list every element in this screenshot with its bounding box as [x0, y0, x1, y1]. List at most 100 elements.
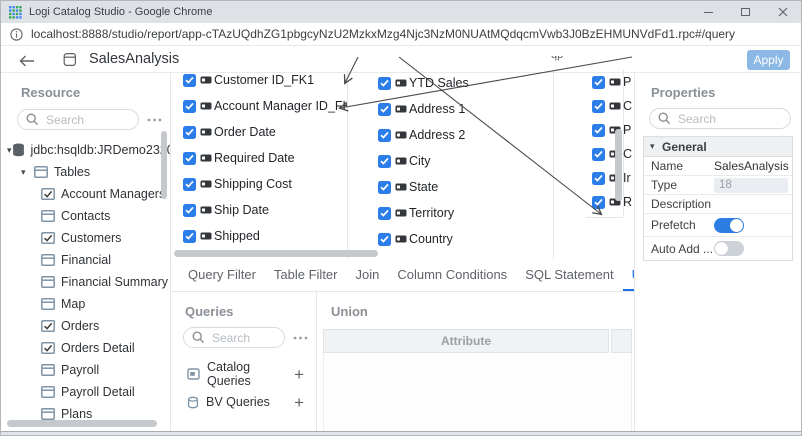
queries-search[interactable]	[183, 327, 285, 348]
resource-search[interactable]	[17, 109, 139, 130]
checkbox-checked-icon[interactable]	[592, 123, 605, 137]
canvas-horizontal-scrollbar[interactable]	[174, 250, 378, 257]
expand-caret-icon[interactable]: ▾	[21, 166, 26, 177]
add-catalog-queries-button[interactable]: +	[294, 364, 304, 384]
checkbox-checked-icon[interactable]	[183, 229, 196, 243]
property-label: Type	[651, 178, 678, 192]
auto-add-toggle[interactable]	[714, 241, 744, 256]
properties-search[interactable]	[649, 108, 791, 129]
checkbox-checked-icon[interactable]	[378, 180, 391, 194]
tree-item-map[interactable]: Map	[1, 293, 170, 315]
field-label: State	[409, 180, 439, 194]
general-section-header[interactable]: ▾ General	[644, 137, 792, 157]
checkbox-checked-icon[interactable]	[378, 128, 391, 142]
checkbox-checked-icon[interactable]	[183, 125, 196, 139]
table-checked-icon	[41, 342, 55, 354]
url-text[interactable]: localhost:8888/studio/report/app-cTAzUQd…	[31, 27, 736, 41]
tree-item-customers[interactable]: Customers	[1, 227, 170, 249]
queries-list: Catalog Queries+BV Queries+	[171, 360, 316, 416]
back-button[interactable]	[19, 54, 35, 72]
queries-search-input[interactable]	[210, 329, 266, 346]
section-label: General	[662, 139, 707, 154]
resource-horizontal-scrollbar[interactable]	[7, 420, 157, 427]
union-extra-column-header	[611, 329, 632, 353]
checkbox-checked-icon[interactable]	[183, 73, 196, 87]
field-row-p: P	[586, 70, 633, 94]
table-icon	[41, 210, 55, 222]
union-column-header-attribute[interactable]: Attribute	[323, 329, 609, 353]
table-border	[623, 70, 624, 217]
field-icon	[395, 157, 407, 165]
queries-item-catalog-queries[interactable]: Catalog Queries+	[171, 360, 316, 388]
tab-table-filter[interactable]: Table Filter	[273, 267, 338, 282]
field-icon	[395, 131, 407, 139]
tree-item-label: Financial Summary	[61, 275, 168, 289]
tab-join[interactable]: Join	[355, 267, 380, 282]
field-row-order-date: Order Date	[171, 119, 347, 145]
prefetch-toggle[interactable]	[714, 217, 744, 233]
tree-item-orders-detail[interactable]: Orders Detail	[1, 337, 170, 359]
checkbox-checked-icon[interactable]	[378, 154, 391, 168]
table-icon	[34, 166, 48, 178]
property-row-prefetch: Prefetch	[644, 214, 792, 237]
checkbox-checked-icon[interactable]	[378, 76, 391, 90]
checkbox-checked-icon[interactable]	[183, 151, 196, 165]
tree-item-label: Plans	[61, 407, 93, 421]
minimize-button[interactable]	[690, 1, 727, 23]
table-checked-icon	[41, 232, 55, 244]
checkbox-checked-icon[interactable]	[592, 195, 605, 209]
tree-item-label: Contacts	[61, 209, 111, 223]
field-icon	[395, 183, 407, 191]
canvas-vertical-scrollbar[interactable]	[615, 129, 622, 201]
property-row-name: Name SalesAnalysis	[644, 157, 792, 176]
checkbox-checked-icon[interactable]	[378, 102, 391, 116]
tree-item-label: Customers	[61, 231, 122, 245]
checkbox-checked-icon[interactable]	[378, 206, 391, 220]
expand-caret-icon[interactable]: ▾	[7, 144, 12, 155]
close-button[interactable]	[764, 1, 801, 23]
resource-more-icon[interactable]	[147, 118, 162, 122]
tree-item-account-managers[interactable]: Account Managers	[1, 183, 170, 205]
properties-search-input[interactable]	[676, 110, 756, 127]
tab-sql-statement[interactable]: SQL Statement	[525, 267, 614, 282]
tree-item-financial-summary[interactable]: Financial Summary	[1, 271, 170, 293]
field-row-address-2: Address 2	[366, 122, 553, 148]
tab-query-filter[interactable]: Query Filter	[188, 267, 256, 282]
tree-item-orders[interactable]: Orders	[1, 315, 170, 337]
table-icon	[41, 254, 55, 266]
field-label: YTD Sales	[409, 76, 469, 90]
resource-search-input[interactable]	[44, 111, 112, 128]
url-bar[interactable]: localhost:8888/studio/report/app-cTAzUQd…	[1, 23, 801, 46]
tree-item-payroll[interactable]: Payroll	[1, 359, 170, 381]
tree-item-contacts[interactable]: Contacts	[1, 205, 170, 227]
checkbox-checked-icon[interactable]	[183, 99, 196, 113]
checkbox-checked-icon[interactable]	[183, 177, 196, 191]
property-value[interactable]: SalesAnalysis	[714, 159, 789, 173]
property-row-description: Description	[644, 195, 792, 214]
tree-item-plans[interactable]: Plans	[1, 403, 170, 425]
maximize-button[interactable]	[727, 1, 764, 23]
queries-item-bv-queries[interactable]: BV Queries+	[171, 388, 316, 416]
apply-button[interactable]: Apply	[747, 50, 790, 70]
checkbox-checked-icon[interactable]	[592, 75, 605, 89]
checkbox-checked-icon[interactable]	[592, 171, 605, 185]
queries-more-icon[interactable]	[293, 336, 308, 340]
checkbox-checked-icon[interactable]	[592, 99, 605, 113]
tab-column-conditions[interactable]: Column Conditions	[397, 267, 508, 282]
toggle-knob	[730, 218, 743, 232]
tree-item-jdbc-hsqldb-jrdemo2320[interactable]: ▾ jdbc:hsqldb:JRDemo2320	[1, 139, 170, 161]
tree-item-label: Payroll	[61, 363, 100, 377]
page-info-icon[interactable]	[10, 27, 23, 41]
tree-item-financial[interactable]: Financial	[1, 249, 170, 271]
checkbox-checked-icon[interactable]	[183, 203, 196, 217]
resource-vertical-scrollbar[interactable]	[161, 131, 167, 199]
tree-item-tables[interactable]: ▾Tables	[1, 161, 170, 183]
field-icon	[200, 154, 212, 162]
tree-item-payroll-detail[interactable]: Payroll Detail	[1, 381, 170, 403]
tree-item-label: jdbc:hsqldb:JRDemo2320	[30, 143, 171, 157]
checkbox-checked-icon[interactable]	[378, 232, 391, 246]
field-label: R	[623, 195, 633, 209]
property-label: Name	[651, 159, 684, 173]
checkbox-checked-icon[interactable]	[592, 147, 605, 161]
add-bv-queries-button[interactable]: +	[294, 392, 304, 412]
